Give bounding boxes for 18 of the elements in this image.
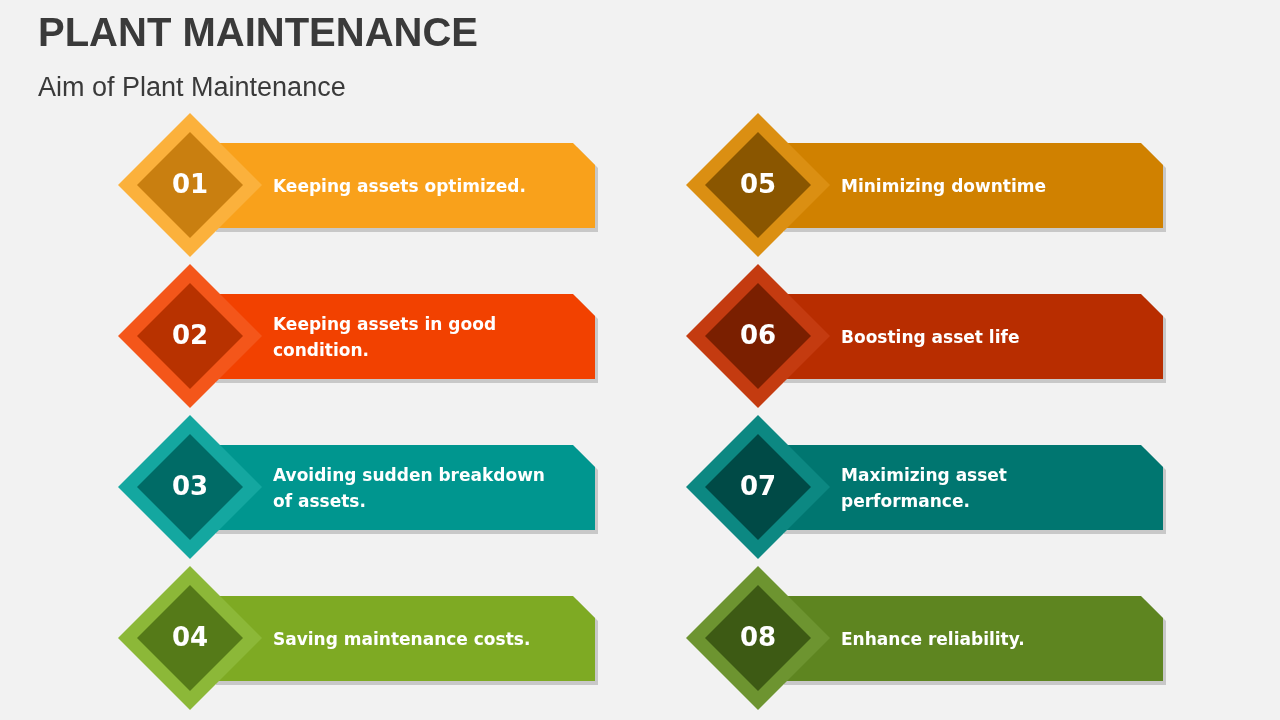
- step-number: 05: [738, 168, 778, 200]
- item-text: Enhance reliability.: [841, 627, 1025, 651]
- item-text: Avoiding sudden breakdown of assets.: [273, 463, 546, 513]
- step-number: 01: [170, 168, 210, 200]
- subtitle: Aim of Plant Maintenance: [38, 72, 346, 103]
- item-text: Boosting asset life: [841, 325, 1020, 349]
- item-text: Saving maintenance costs.: [273, 627, 531, 651]
- title: PLANT MAINTENANCE: [38, 10, 478, 55]
- step-number: 08: [738, 621, 778, 653]
- step-number: 06: [738, 319, 778, 351]
- step-number: 02: [170, 319, 210, 351]
- item-text: Minimizing downtime: [841, 174, 1046, 198]
- step-number: 04: [170, 621, 210, 653]
- item-text: Keeping assets in good condition.: [273, 312, 498, 362]
- item-text: Keeping assets optimized.: [273, 174, 526, 198]
- item-text: Maximizing asset performance.: [841, 463, 1008, 513]
- step-number: 03: [170, 470, 210, 502]
- step-number: 07: [738, 470, 778, 502]
